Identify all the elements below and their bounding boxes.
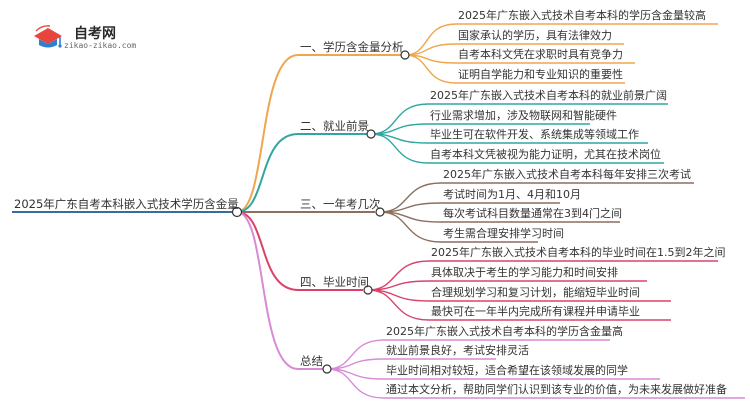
- leaf-topic: 最快可在一年半内完成所有课程并申请毕业: [431, 305, 640, 318]
- branch-node-dot[interactable]: [375, 207, 385, 217]
- leaf-topic: 毕业时间相对较短，适合希望在该领域发展的同学: [386, 364, 628, 377]
- branch-connector: [236, 54, 299, 213]
- branch-topic: 二、就业前景: [300, 119, 369, 133]
- branch-connector: [236, 211, 299, 291]
- leaf-topic: 通过本文分析，帮助同学们认识到该专业的价值，为未来发展做好准备: [386, 383, 727, 396]
- leaf-topic: 每次考试科目数量通常在3到4门之间: [443, 207, 622, 220]
- branch-topic: 总结: [300, 354, 323, 368]
- leaf-connector: [367, 260, 430, 291]
- leaf-topic: 证明自学能力和专业知识的重要性: [458, 68, 623, 81]
- leaf-topic: 2025年广东嵌入式技术自考本科的就业前景广阔: [430, 89, 667, 102]
- leaf-connector: [379, 182, 442, 213]
- site-logo[interactable]: 自考网 zikao-zikao.com: [22, 18, 142, 52]
- branch-topic: 一、学历含金量分析: [300, 40, 404, 54]
- leaf-connector: [404, 23, 457, 56]
- leaf-topic: 自考本科文凭被视为能力证明，尤其在技术岗位: [430, 148, 661, 161]
- logo-subtitle: zikao-zikao.com: [64, 41, 137, 50]
- leaf-topic: 国家承认的学历，具有法律效力: [458, 29, 612, 42]
- branch-node-dot[interactable]: [366, 129, 376, 139]
- root-node-dot[interactable]: [231, 206, 243, 218]
- leaf-topic: 具体取决于考生的学习能力和时间安排: [431, 266, 618, 279]
- leaf-topic: 毕业生可在软件开发、系统集成等领域工作: [430, 128, 639, 141]
- leaf-topic: 考试时间为1月、4月和10月: [443, 188, 581, 201]
- leaf-topic: 2025年广东嵌入式技术自考本科的学历含金量较高: [458, 9, 706, 22]
- branch-connector: [236, 133, 299, 213]
- branch-topic: 三、一年考几次: [300, 197, 381, 211]
- leaf-topic: 考生需合理安排学习时间: [443, 227, 564, 240]
- branch-node-dot[interactable]: [322, 364, 332, 374]
- branch-topic: 四、毕业时间: [300, 275, 369, 289]
- leaf-topic: 行业需求增加，涉及物联网和智能硬件: [430, 109, 617, 122]
- branch-connector: [236, 211, 299, 370]
- leaf-topic: 自考本科文凭在求职时具有竞争力: [458, 48, 623, 61]
- leaf-topic: 2025年广东嵌入式技术自考本科的学历含金量高: [386, 325, 623, 338]
- leaf-topic: 就业前景良好，考试安排灵活: [386, 344, 529, 357]
- leaf-connector: [326, 339, 385, 370]
- branch-node-dot[interactable]: [363, 285, 373, 295]
- leaf-connector: [326, 368, 385, 399]
- leaf-topic: 2025年广东嵌入式技术自考本科每年安排三次考试: [443, 168, 691, 181]
- logo-title: 自考网: [74, 26, 116, 42]
- graduation-cap-icon: [34, 25, 62, 48]
- leaf-connector: [367, 289, 430, 321]
- branch-node-dot[interactable]: [400, 50, 410, 60]
- leaf-topic: 2025年广东嵌入式技术自考本科的毕业时间在1.5到2年之间: [431, 246, 726, 259]
- leaf-connector: [379, 211, 442, 243]
- leaf-topic: 合理规划学习和复习计划，能缩短毕业时间: [431, 286, 640, 299]
- leaf-connector: [370, 133, 429, 164]
- leaf-connector: [404, 54, 457, 84]
- leaf-connector: [370, 103, 429, 135]
- root-topic: 2025年广东自考本科嵌入式技术学历含金量: [14, 197, 239, 211]
